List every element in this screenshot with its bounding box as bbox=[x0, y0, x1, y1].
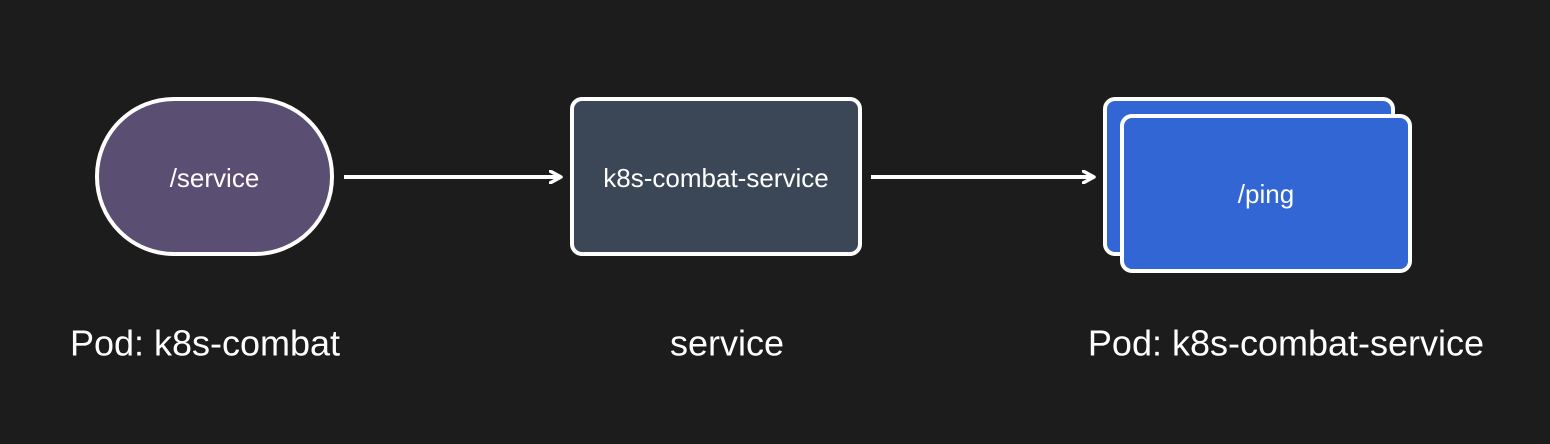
node-k8s-service: k8s-combat-service bbox=[570, 97, 862, 256]
node-service-route: /service bbox=[95, 97, 334, 256]
node-pod-stack: /ping bbox=[1103, 97, 1412, 273]
node-service-route-label: /service bbox=[170, 163, 260, 193]
caption-right-pod: Pod: k8s-combat-service bbox=[1088, 323, 1484, 364]
node-pod-label: /ping bbox=[1238, 179, 1294, 209]
node-service-route-shape bbox=[95, 97, 334, 256]
caption-service: service bbox=[670, 323, 784, 364]
node-pod-front-card bbox=[1120, 114, 1412, 273]
caption-left-pod: Pod: k8s-combat bbox=[70, 323, 340, 364]
node-k8s-service-shape bbox=[570, 97, 862, 256]
node-k8s-service-label: k8s-combat-service bbox=[603, 163, 828, 193]
